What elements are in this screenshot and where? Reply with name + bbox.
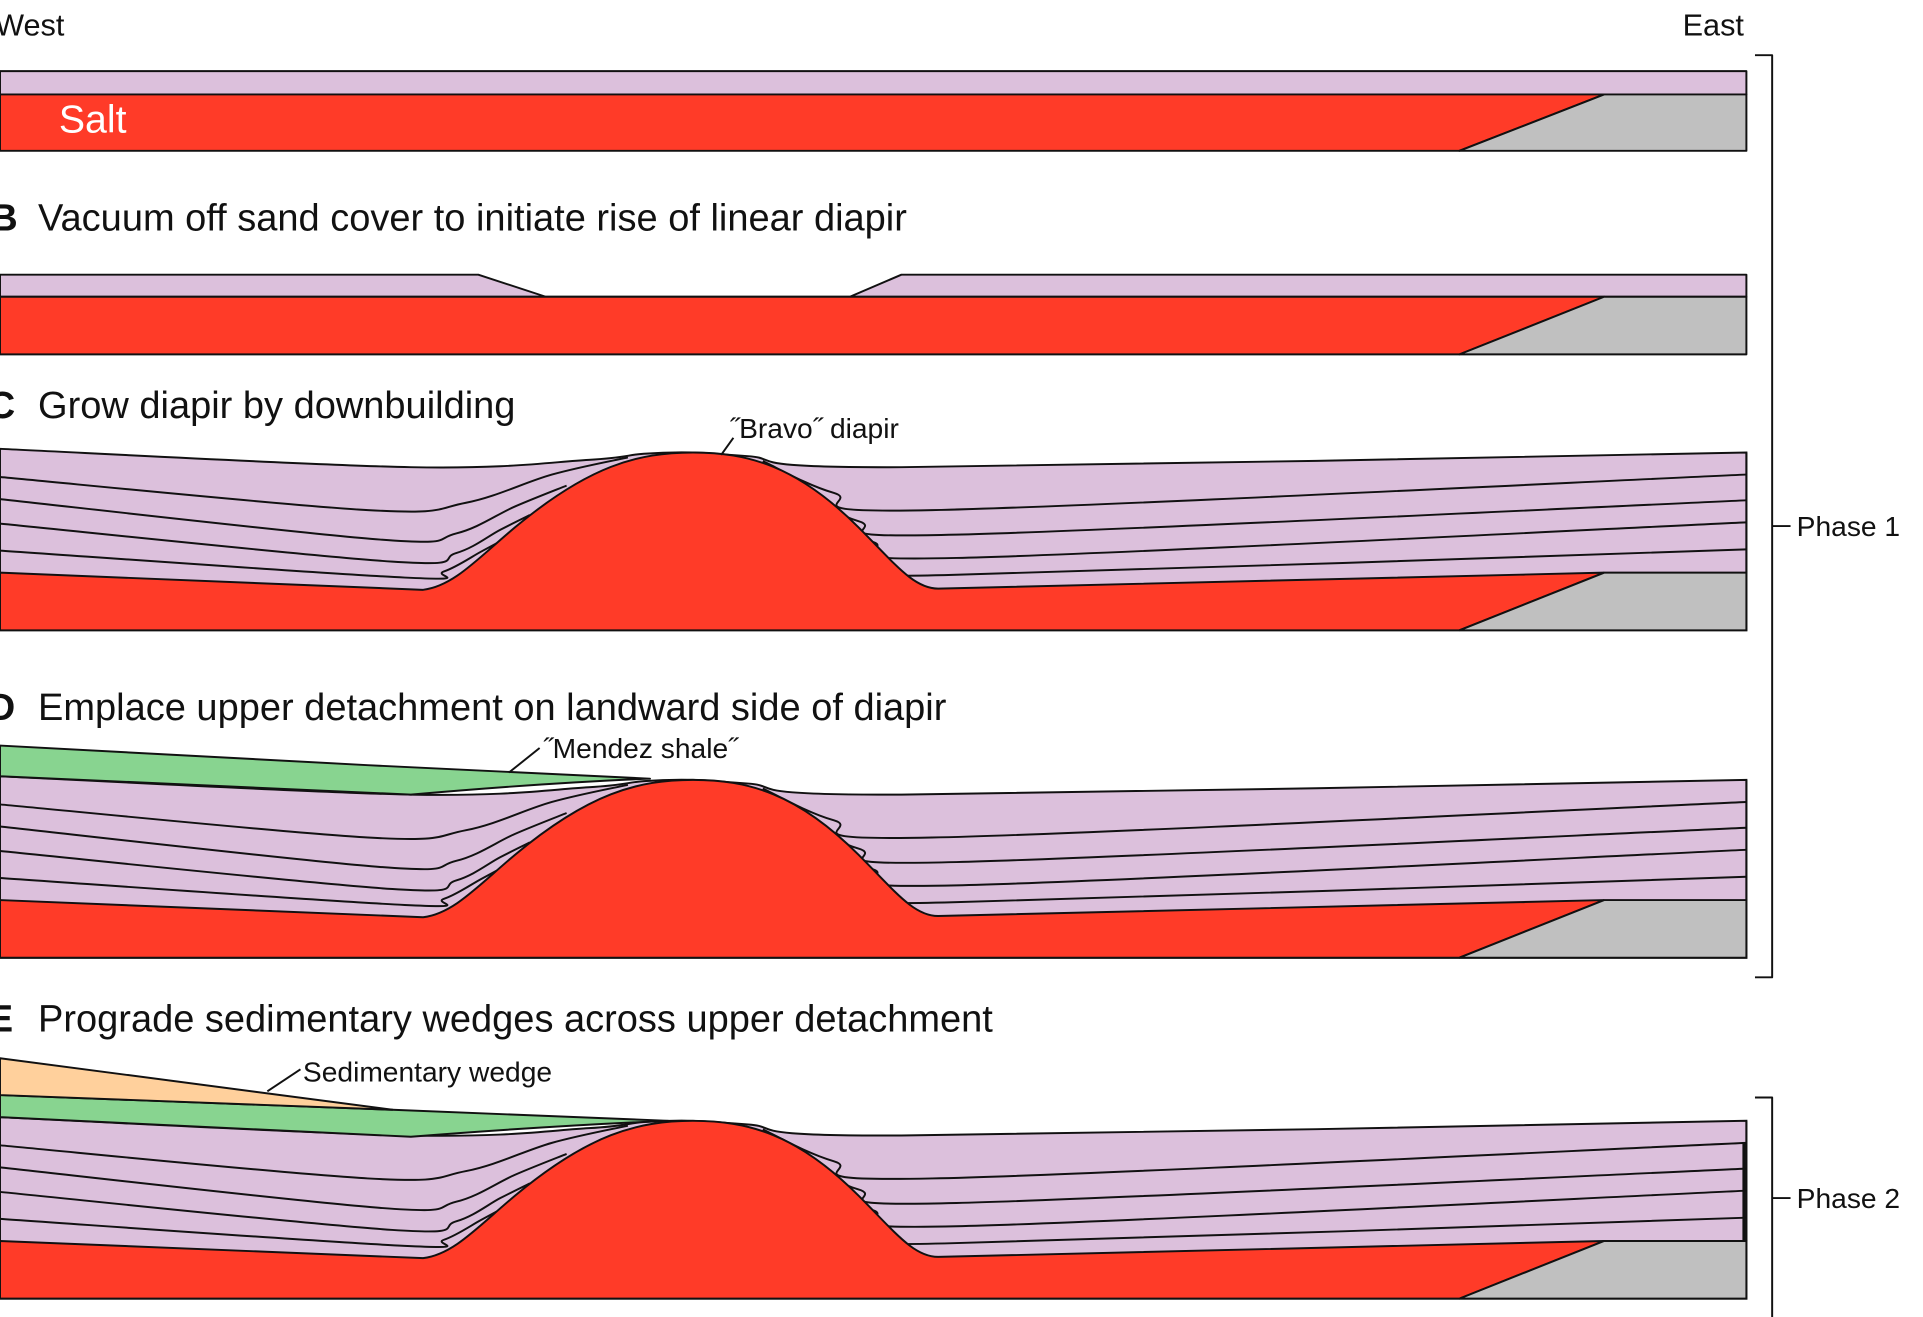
salt-diapir <box>0 1119 1605 1300</box>
sedimentary-wedge <box>0 1057 394 1111</box>
salt-diapir <box>0 451 1605 632</box>
panel-letter: B <box>0 198 18 240</box>
panel-e: E Prograde sedimentary wedges across upp… <box>0 998 1748 1300</box>
mendez-shale-layer <box>0 744 651 796</box>
panel-title: Vacuum off sand cover to initiate rise o… <box>38 198 907 240</box>
panel-letter: D <box>0 687 15 729</box>
stratigraphic-horizon <box>0 1182 531 1233</box>
stratigraphic-horizon <box>762 1128 1747 1180</box>
basement-block <box>1459 1239 1748 1300</box>
sedimentary-wedge-label: Sedimentary wedge <box>303 1056 552 1088</box>
basement-block <box>1459 899 1748 959</box>
bravo-diapir-label: ˝Bravo˝ diapir <box>730 412 899 444</box>
panel-letter: E <box>0 998 13 1040</box>
panel-c: C Grow diapir by downbuilding ˝Bravo˝ di… <box>0 385 1748 632</box>
leader-line <box>266 1068 302 1093</box>
panel-title: Emplace upper detachment on landward sid… <box>38 687 947 729</box>
panel-b: B Vacuum off sand cover to initiate rise… <box>0 198 1748 356</box>
stratigraphic-horizon <box>0 841 531 892</box>
basement-block <box>1458 295 1748 356</box>
stratigraphic-horizon <box>0 1210 498 1248</box>
stratigraphic-horizon <box>0 783 629 840</box>
shale-layer <box>0 1094 670 1138</box>
mendez-shale-label: ˝Mendez shale˝ <box>543 732 739 764</box>
salt-layer <box>0 93 1606 152</box>
stratigraphic-horizon <box>0 514 531 565</box>
sand-cover-layer <box>0 273 1748 298</box>
west-label: West <box>0 9 65 43</box>
panel-title: Prograde sedimentary wedges across upper… <box>38 998 993 1040</box>
stratigraphic-horizon <box>0 1152 567 1212</box>
stratigraphic-horizon <box>0 484 567 543</box>
panel-d: D Emplace upper detachment on landward s… <box>0 687 1748 959</box>
basement-block <box>1459 571 1748 632</box>
salt-label: Salt <box>59 97 127 141</box>
stratigraphic-horizon <box>762 787 1747 839</box>
stratigraphic-horizon <box>790 484 1747 537</box>
east-label: East <box>1683 9 1745 43</box>
stratigraphic-horizon <box>790 1153 1747 1205</box>
stratigraphic-horizon <box>0 869 498 908</box>
phase-2-label: Phase 2 <box>1797 1182 1900 1214</box>
panel-letter: C <box>0 385 15 427</box>
stratigraphic-horizon <box>0 542 498 580</box>
panel-title: Grow diapir by downbuilding <box>38 385 515 427</box>
stratigraphic-horizon <box>790 812 1747 864</box>
phase-2-bracket: Phase 2 <box>1754 1096 1900 1317</box>
phase-1-label: Phase 1 <box>1797 510 1900 542</box>
leader-line <box>720 437 735 456</box>
stratigraphic-horizon <box>0 456 629 513</box>
stratigraphic-horizon <box>0 1124 629 1181</box>
sand-cover-layer <box>0 70 1748 96</box>
stratigraphic-horizon <box>0 812 567 871</box>
salt-diapir <box>0 778 1605 959</box>
salt-layer <box>0 295 1606 356</box>
phase-1-bracket: Phase 1 <box>1754 54 1900 979</box>
leader-line <box>508 747 541 774</box>
panel-a: Salt <box>0 70 1748 152</box>
stratigraphic-horizon <box>762 460 1747 512</box>
basement-block <box>1458 93 1748 152</box>
